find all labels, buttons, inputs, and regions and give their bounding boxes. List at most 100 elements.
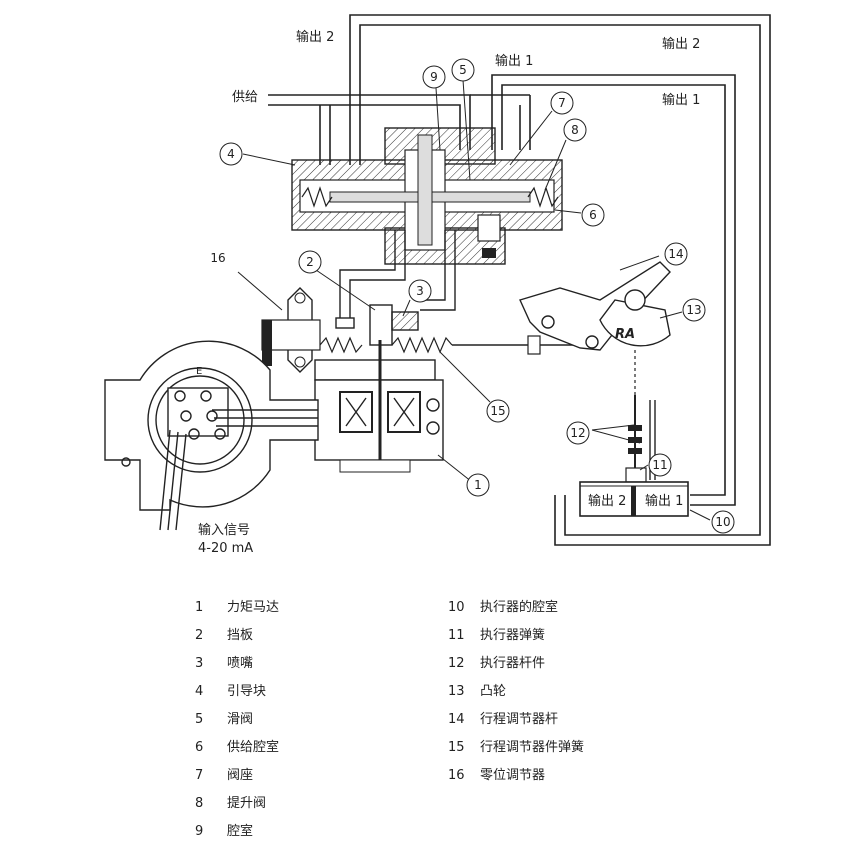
svg-text:12: 12 [570,426,585,440]
legend-item-text: 执行器弹簧 [480,628,546,643]
legend-item-number: 16 [448,768,465,783]
feedback-cam [519,261,671,395]
legend-item-number: 11 [448,628,465,643]
callout-5: 5 [451,58,475,82]
svg-text:11: 11 [652,458,667,472]
actuator-chamber [579,481,689,517]
terminal-housing [104,340,319,531]
callout-8: 8 [563,118,587,142]
callout-1: 1 [466,473,490,497]
legend-item-number: 7 [195,768,204,783]
legend-item-number: 13 [448,684,465,699]
callout-2: 2 [298,250,322,274]
svg-text:13: 13 [686,303,701,317]
legend-item: 1 力矩马达 [195,598,279,626]
legend-item: 5 滑阀 [195,710,279,738]
legend-item: 12 执行器杆件 [448,654,584,682]
callout-3: 3 [408,279,432,303]
svg-text:7: 7 [558,96,566,110]
legend-item-number: 1 [195,600,204,615]
leader-lines [237,79,711,521]
input-signal-label: 输入信号 [198,522,250,538]
svg-text:2: 2 [306,255,314,269]
callout-7: 7 [550,91,574,115]
legend-item: 4 引导块 [195,682,279,710]
output2-piping [349,14,771,546]
legend-item-text: 腔室 [227,824,254,839]
svg-text:8: 8 [571,123,579,137]
legend-item: 14 行程调节器杆 [448,710,584,738]
legend-item-text: 阀座 [227,768,254,783]
input-range-label: 4-20 mA [198,541,253,556]
legend-item-number: 14 [448,712,465,727]
legend-item-number: 5 [195,712,204,727]
callout-6: 6 [581,203,605,227]
svg-text:5: 5 [459,63,467,77]
torque-motor [314,340,444,473]
legend-item: 11 执行器弹簧 [448,626,584,654]
legend-item-text: 引导块 [227,684,267,699]
svg-text:9: 9 [430,70,438,84]
callout-11: 11 [648,453,672,477]
legend-item-text: 供给腔室 [227,740,280,755]
legend-item: 9 腔室 [195,822,279,850]
callout-16: 16 [210,251,225,265]
legend-item-text: 行程调节器杆 [480,712,559,727]
callout-13: 13 [682,298,706,322]
positioner-schematic: 1 2 3 4 5 6 7 8 9 10 11 12 13 14 15 16 输… [104,14,771,556]
svg-text:4: 4 [227,147,235,161]
callout-10: 10 [711,510,735,534]
output2-label-left: 输出 2 [296,29,334,45]
legend-item-text: 行程调节器件弹簧 [480,740,585,755]
supply-label: 供给 [232,90,258,105]
legend-item-number: 15 [448,740,465,755]
svg-text:3: 3 [416,284,424,298]
svg-text:14: 14 [668,247,683,261]
pilot-block [291,127,563,265]
output1-label-top: 输出 1 [495,53,533,69]
legend-item-number: 12 [448,656,465,671]
actuator-output1-label: 输出 1 [645,493,683,509]
legend-item-number: 6 [195,740,204,755]
callout-4: 4 [219,142,243,166]
svg-text:6: 6 [589,208,597,222]
legend-item: 10 执行器的腔室 [448,598,584,626]
legend-item-number: 9 [195,824,204,839]
legend-item: 6 供给腔室 [195,738,279,766]
legend-item-text: 执行器的腔室 [480,600,559,615]
legend-item-text: 执行器杆件 [480,656,546,671]
output1-piping [491,74,736,506]
legend-item: 2 挡板 [195,626,279,654]
terminal-e-label: E [196,366,202,377]
legend-item-number: 10 [448,600,465,615]
callout-9: 9 [422,65,446,89]
actuator-output2-label: 输出 2 [588,493,626,509]
cam-mark: RA [615,327,635,342]
legend-item-number: 4 [195,684,204,699]
legend-item: 7 阀座 [195,766,279,794]
callout-12: 12 [566,421,590,445]
svg-text:16: 16 [210,251,225,265]
output1-label-right: 输出 1 [662,92,700,108]
svg-text:10: 10 [715,515,730,529]
callout-15: 15 [486,399,510,423]
legend-item-text: 滑阀 [227,712,254,727]
svg-text:1: 1 [474,478,482,492]
legend-item-number: 2 [195,628,204,643]
legend-item-number: 8 [195,796,204,811]
legend-item-text: 力矩马达 [227,600,280,615]
range-spring [319,336,585,354]
nozzle-flapper [335,230,456,346]
legend-item-text: 零位调节器 [480,768,546,783]
legend-item-number: 3 [195,656,204,671]
legend-item: 15 行程调节器件弹簧 [448,738,584,766]
svg-text:15: 15 [490,404,505,418]
output2-label-right: 输出 2 [662,36,700,52]
legend-item-text: 挡板 [227,628,254,643]
legend-item: 16 零位调节器 [448,766,584,794]
